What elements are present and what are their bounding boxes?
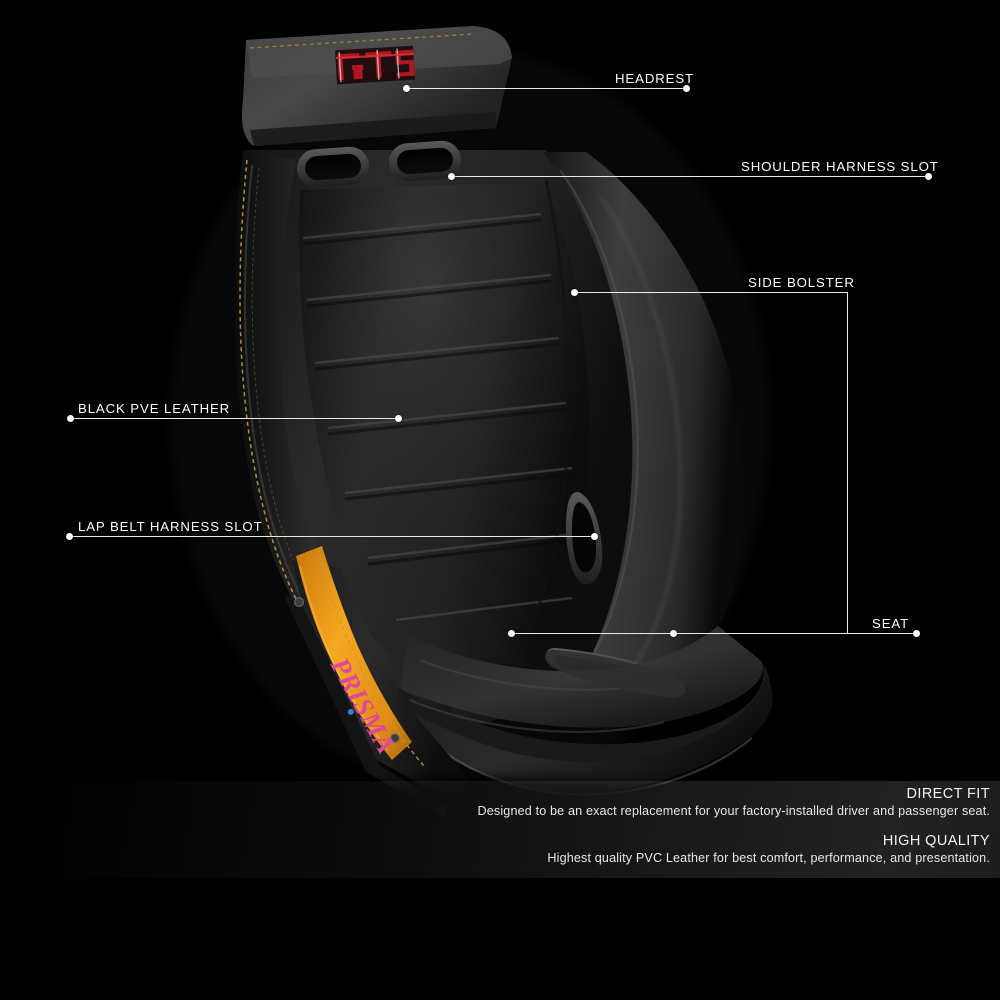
leader-line	[72, 536, 594, 537]
headrest-pad	[241, 26, 512, 146]
callout-label: SEAT	[872, 616, 910, 631]
callout-label: SIDE BOLSTER	[748, 275, 855, 290]
leader-dot-target	[591, 533, 598, 540]
feature-title: DIRECT FIT	[906, 786, 990, 802]
callout-label: BLACK PVE LEATHER	[78, 401, 231, 416]
leader-dot-target	[395, 415, 402, 422]
feature-description: Designed to be an exact replacement for …	[477, 804, 990, 818]
leader-line	[73, 418, 398, 419]
side-bolster-right	[543, 152, 744, 693]
callout-label: HEADREST	[615, 71, 695, 86]
feature-direct-fit: DIRECT FIT Designed to be an exact repla…	[478, 786, 990, 819]
shoulder-harness-slot-left	[297, 146, 369, 188]
leader-dot-label	[925, 173, 932, 180]
leader-dot-target	[403, 85, 410, 92]
feature-title: HIGH QUALITY	[882, 833, 990, 849]
leader-line	[454, 176, 928, 177]
leader-dot-label	[913, 630, 920, 637]
gts-logo	[335, 45, 415, 85]
orange-accent-panel	[296, 546, 412, 760]
leader-line-top	[577, 292, 848, 293]
leader-dot-label	[67, 415, 74, 422]
seat-cushion-slot	[545, 649, 686, 698]
feature-band	[30, 781, 1000, 878]
leader-dot-label	[683, 85, 690, 92]
leader-dot-target-top	[571, 289, 578, 296]
leader-line	[514, 633, 916, 634]
feature-high-quality: HIGH QUALITY Highest quality PVC Leather…	[547, 833, 990, 866]
seat-cushion	[391, 626, 773, 796]
feature-description: Highest quality PVC Leather for best com…	[547, 851, 990, 865]
seat-side-panel: PRISMA	[284, 546, 470, 816]
lap-belt-harness-slot-right	[566, 491, 603, 585]
leader-dot-target	[508, 630, 515, 637]
callout-label: LAP BELT HARNESS SLOT	[78, 519, 263, 534]
callout-label: SHOULDER HARNESS SLOT	[741, 159, 939, 174]
leader-line	[409, 88, 686, 89]
backrest-center-panel	[299, 179, 590, 712]
leader-line-vertical	[847, 292, 848, 634]
shoulder-harness-slots	[297, 140, 461, 188]
leader-dot-label	[66, 533, 73, 540]
leader-dot-target	[448, 173, 455, 180]
shoulder-harness-slot-right	[389, 140, 461, 182]
